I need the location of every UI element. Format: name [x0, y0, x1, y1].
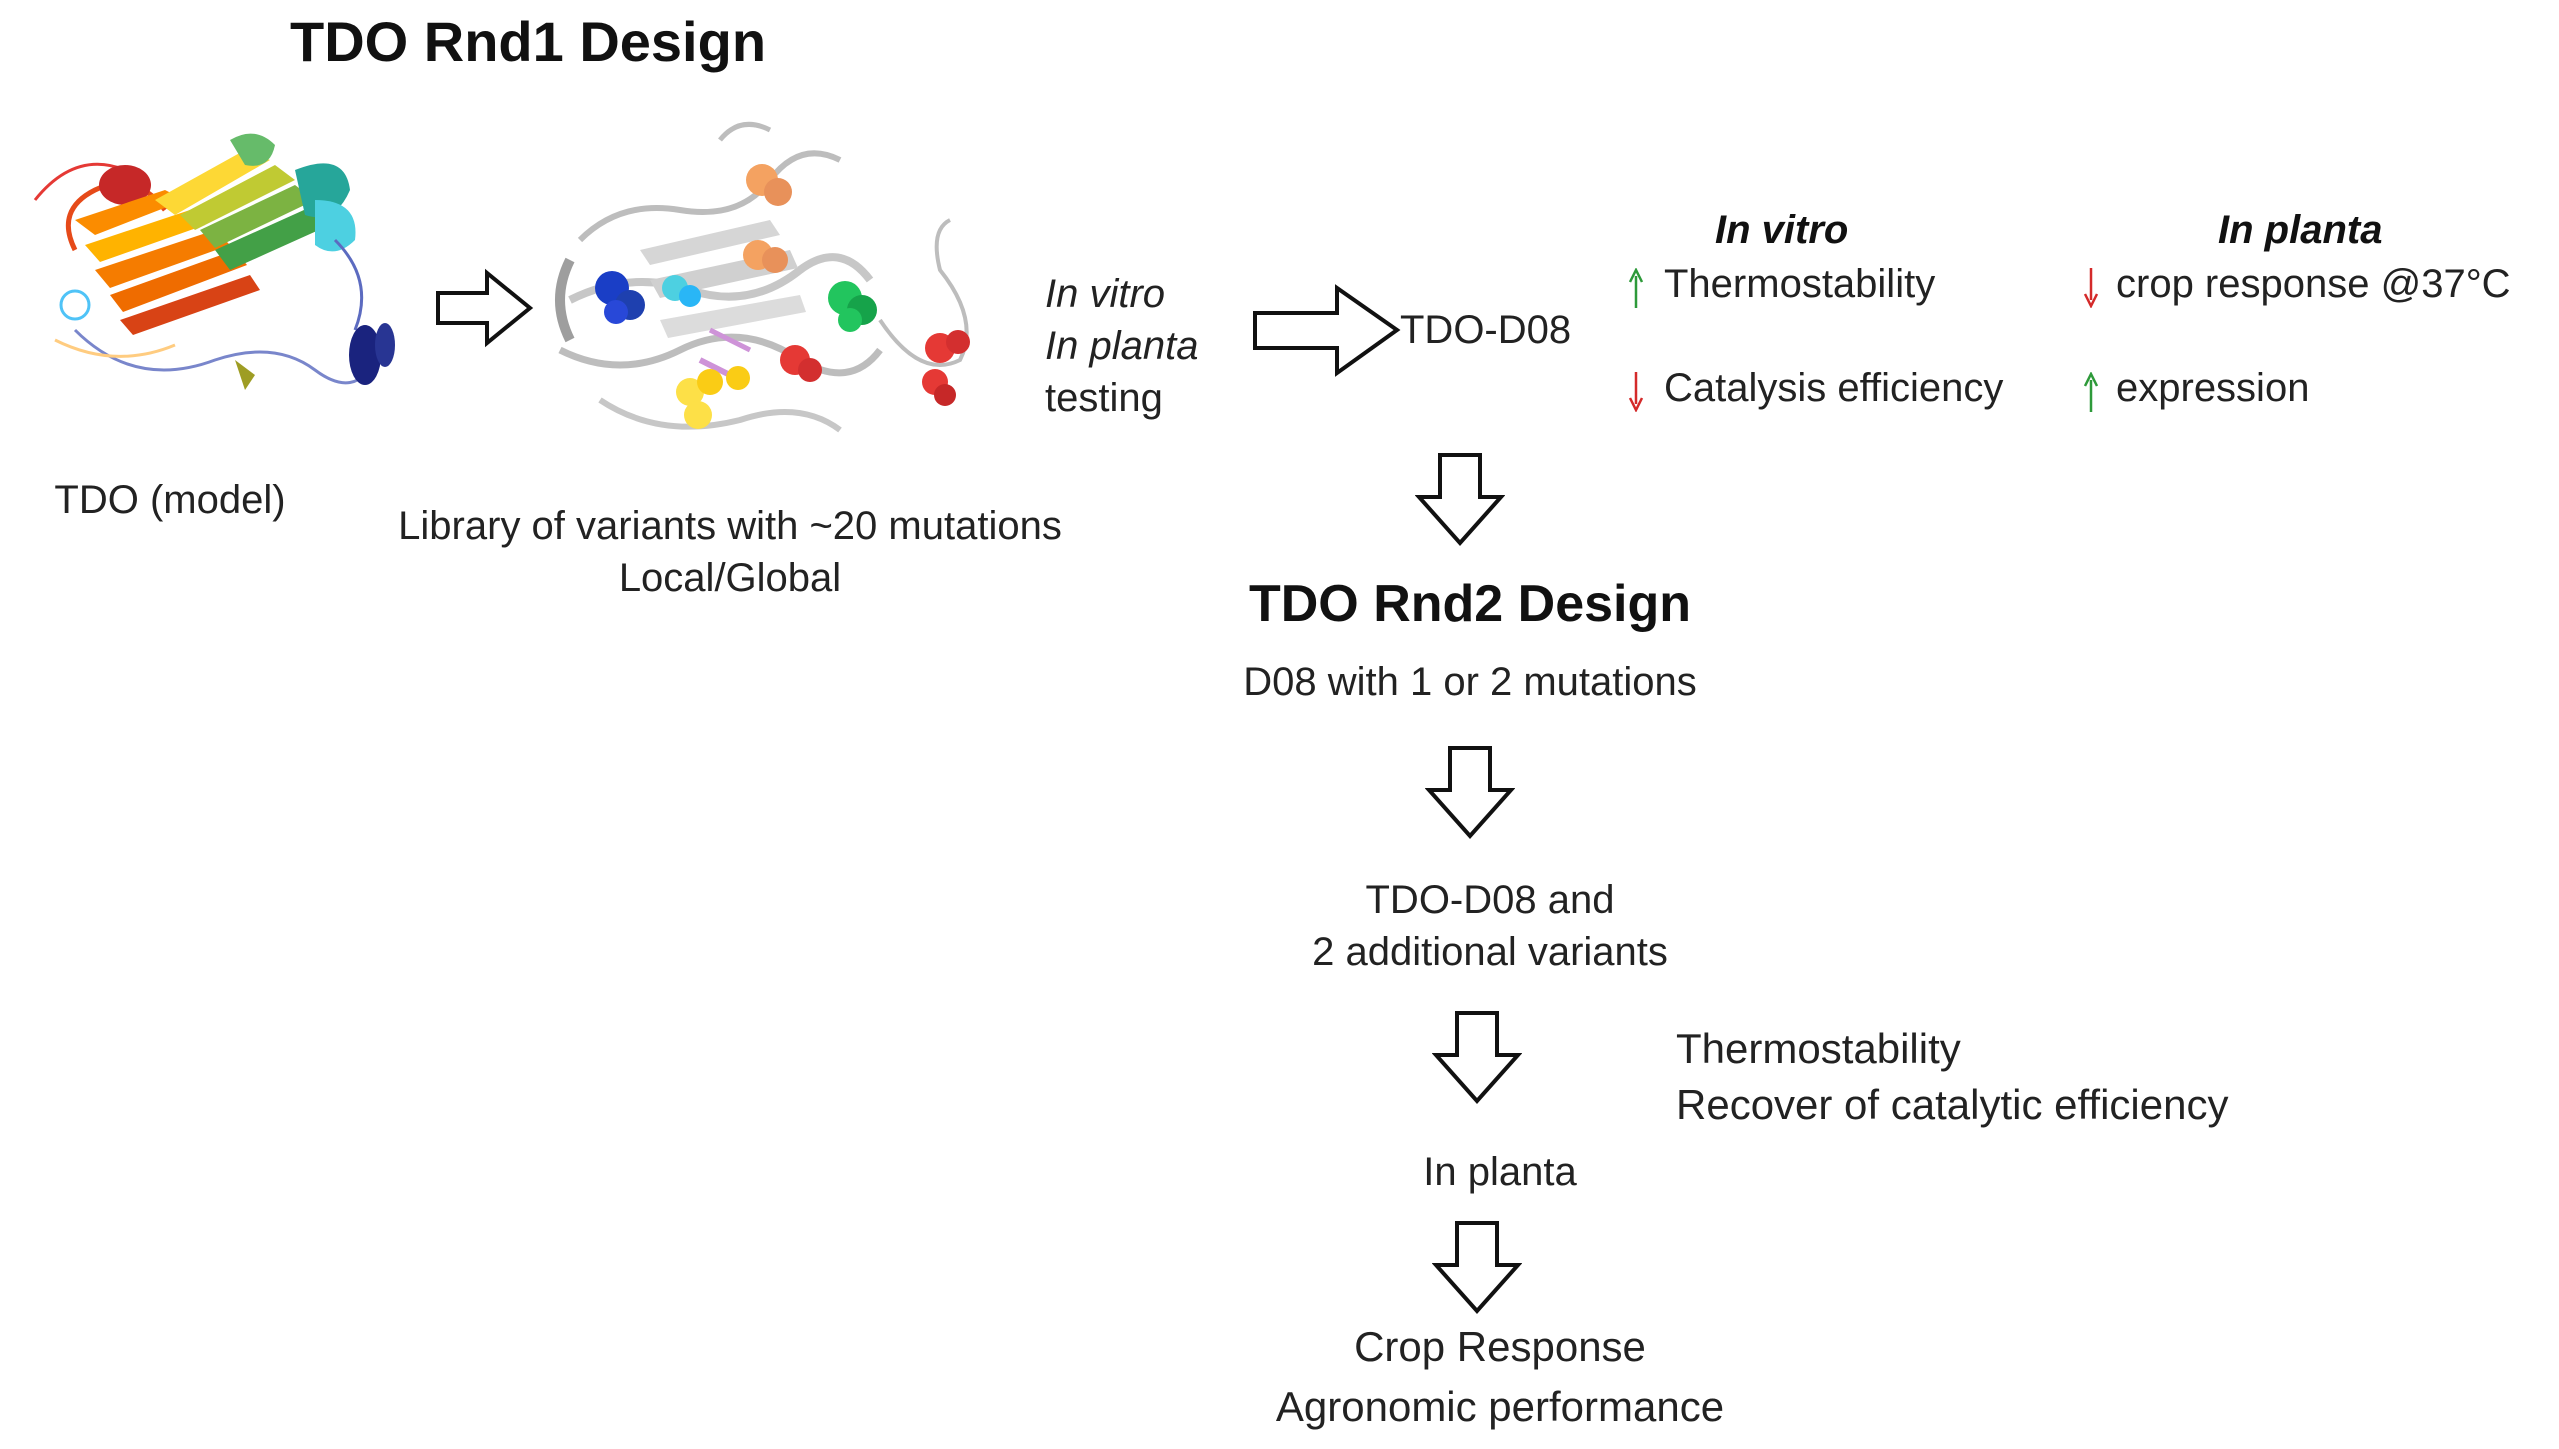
library-line2: Local/Global: [618, 556, 842, 600]
down-arrow-icon: [2083, 268, 2099, 308]
library-line1: Library of variants with ~20 mutations: [398, 504, 1062, 548]
down-arrow-icon: [1628, 372, 1644, 412]
outcome-catalytic: Recover of catalytic efficiency: [1676, 1081, 2229, 1128]
arrow-down-icon: [1432, 1221, 1522, 1315]
arrow-down-icon: [1425, 746, 1515, 840]
up-arrow-icon: [2083, 372, 2099, 412]
result-variant-d08: TDO-D08: [1400, 308, 1572, 352]
arrow-down-icon: [1432, 1011, 1522, 1105]
testing-in-planta: In planta: [1045, 324, 1199, 368]
final-crop-response: Crop Response: [1354, 1323, 1646, 1370]
crop-response-label: crop response @37°C: [2116, 262, 2511, 306]
thermostability-label: Thermostability: [1664, 262, 1936, 306]
catalysis-label: Catalysis efficiency: [1664, 366, 2004, 410]
round2-subtitle: D08 with 1 or 2 mutations: [1243, 660, 1697, 704]
arrow-right-icon: [1253, 284, 1401, 377]
arrow-right-icon: [436, 268, 534, 348]
arrow-down-icon: [1415, 453, 1505, 547]
in-planta-header: In planta: [2218, 208, 2383, 252]
variants-line2: 2 additional variants: [1312, 930, 1668, 974]
tdo-model-label: TDO (model): [54, 478, 286, 522]
expression-label: expression: [2116, 366, 2310, 410]
final-agronomic: Agronomic performance: [1275, 1383, 1725, 1430]
variant-library-structure: [555, 121, 970, 433]
round2-title: TDO Rnd2 Design: [1248, 575, 1692, 633]
testing-in-vitro: In vitro: [1045, 272, 1166, 316]
in-planta-label: In planta: [1423, 1150, 1577, 1194]
tdo-model-structure: [33, 133, 395, 390]
variants-line1: TDO-D08 and: [1365, 878, 1615, 922]
in-vitro-header: In vitro: [1715, 208, 1849, 252]
testing-label: testing: [1045, 376, 1163, 420]
up-arrow-icon: [1628, 268, 1644, 308]
round1-title: TDO Rnd1 Design: [290, 10, 767, 73]
outcome-thermostability: Thermostability: [1676, 1025, 1961, 1072]
